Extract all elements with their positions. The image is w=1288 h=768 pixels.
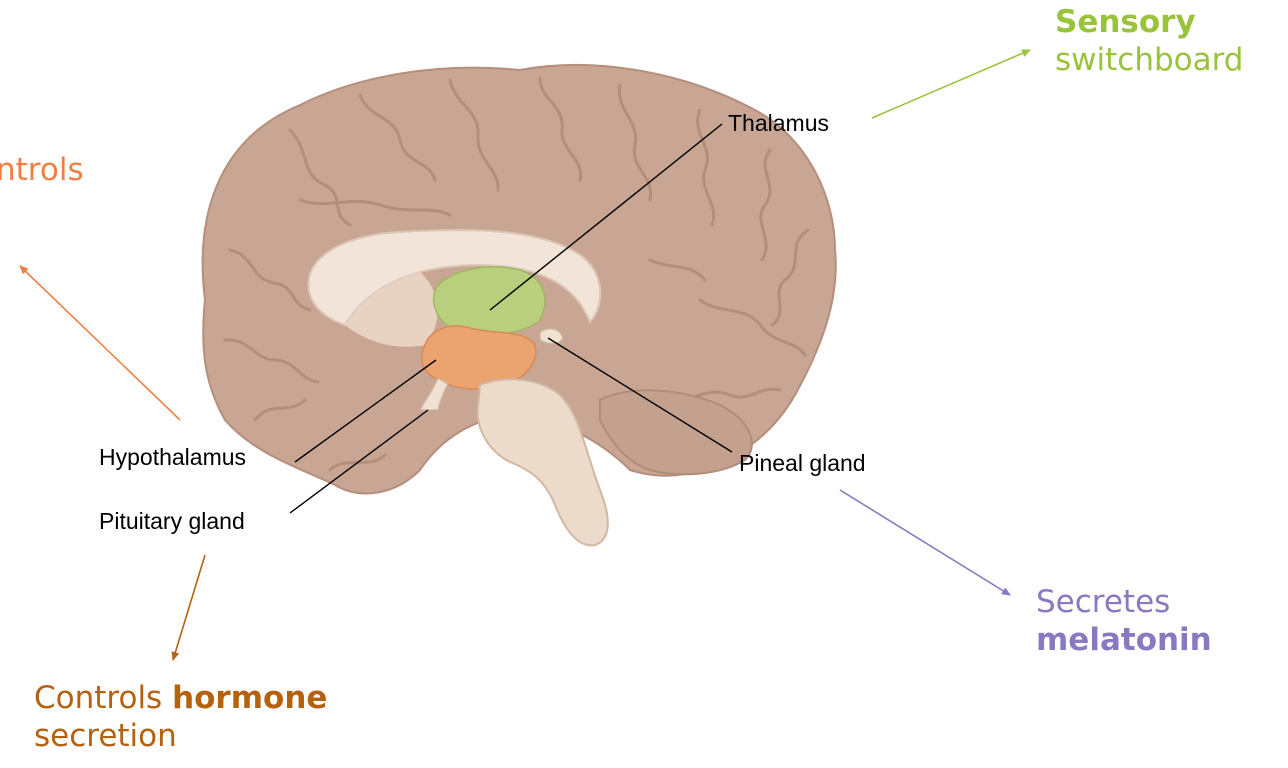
thalamus-note-bold: Sensory [1055, 4, 1196, 40]
hypothalamus-note: ntrols [0, 152, 84, 190]
pituitary-arrow [173, 555, 205, 660]
pituitary-note-pre: Controls [34, 680, 172, 716]
pineal-note-pre: Secretes [1036, 584, 1170, 620]
pituitary-label: Pituitary gland [99, 510, 245, 533]
pineal-note-bold: melatonin [1036, 622, 1212, 658]
thalamus-region [434, 267, 545, 334]
thalamus-arrow [872, 50, 1030, 118]
pineal-note: Secretes melatonin [1036, 584, 1212, 660]
pineal-label: Pineal gland [739, 452, 866, 475]
pineal-arrow [840, 490, 1010, 595]
pituitary-note-rest: secretion [34, 718, 177, 754]
pituitary-note: Controls hormone secretion [34, 680, 327, 756]
hypothalamus-note-text: ntrols [0, 152, 84, 188]
pituitary-note-bold: hormone [172, 680, 327, 716]
thalamus-note: Sensory switchboard [1055, 4, 1243, 80]
hypothalamus-arrow [20, 266, 180, 420]
thalamus-note-rest: switchboard [1055, 42, 1243, 78]
hypothalamus-label: Hypothalamus [99, 446, 246, 469]
thalamus-label: Thalamus [728, 112, 829, 135]
